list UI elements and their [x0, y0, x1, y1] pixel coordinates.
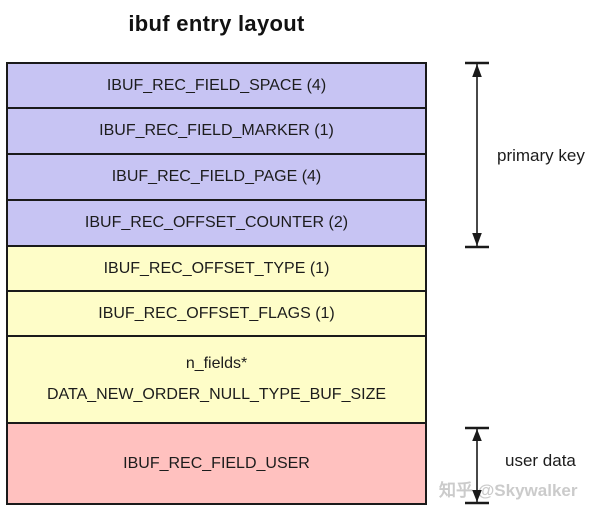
watermark: 知乎 @Skywalker — [439, 481, 578, 500]
row-label: IBUF_REC_OFFSET_FLAGS (1) — [98, 304, 335, 322]
primary-key-extent-arrow-icon — [465, 61, 489, 249]
field-layout-table: IBUF_REC_FIELD_SPACE (4) IBUF_REC_FIELD_… — [6, 62, 427, 505]
row-label: IBUF_REC_FIELD_MARKER (1) — [99, 122, 334, 139]
row-ibuf-rec-field-space: IBUF_REC_FIELD_SPACE (4) — [8, 64, 425, 109]
row-label: IBUF_REC_OFFSET_COUNTER (2) — [84, 214, 349, 231]
row-ibuf-rec-offset-counter: IBUF_REC_OFFSET_COUNTER (2) — [8, 201, 425, 247]
diagram-title: ibuf entry layout — [128, 11, 305, 36]
row-ibuf-rec-field-user: IBUF_REC_FIELD_USER — [8, 424, 425, 503]
row-ibuf-rec-offset-type: IBUF_REC_OFFSET_TYPE (1) — [8, 247, 425, 292]
row-label: IBUF_REC_FIELD_SPACE (4) — [106, 76, 327, 94]
row-ibuf-rec-field-page: IBUF_REC_FIELD_PAGE (4) — [8, 155, 425, 201]
row-label: IBUF_REC_FIELD_PAGE (4) — [111, 168, 322, 185]
primary-key-label: primary key — [497, 146, 585, 165]
row-label: IBUF_REC_OFFSET_TYPE (1) — [103, 259, 330, 277]
user-data-label: user data — [505, 451, 576, 470]
row-label-line-1: n_fields* — [185, 355, 248, 372]
row-ibuf-rec-field-marker: IBUF_REC_FIELD_MARKER (1) — [8, 109, 425, 155]
row-nfields-data-size: n_fields* DATA_NEW_ORDER_NULL_TYPE_BUF_S… — [8, 337, 425, 424]
row-label-line-2: DATA_NEW_ORDER_NULL_TYPE_BUF_SIZE — [46, 386, 387, 403]
row-ibuf-rec-offset-flags: IBUF_REC_OFFSET_FLAGS (1) — [8, 292, 425, 337]
row-label: IBUF_REC_FIELD_USER — [123, 454, 310, 472]
user-data-extent-arrow-icon — [465, 426, 489, 505]
